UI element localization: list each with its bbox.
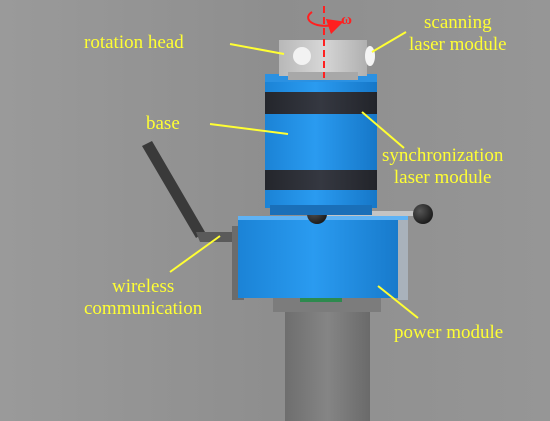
leader-rotation-head xyxy=(229,43,285,55)
support-pillar xyxy=(285,300,370,421)
leader-wireless xyxy=(169,235,221,273)
green-connector xyxy=(300,296,342,302)
base-bottom-lip xyxy=(270,205,372,215)
leader-base xyxy=(209,123,289,135)
label-scanning-laser-module: scanning laser module xyxy=(409,12,507,55)
rotation-arrow xyxy=(307,11,344,35)
label-base: base xyxy=(146,113,180,134)
right-knob xyxy=(413,204,433,224)
omega-symbol: ω xyxy=(341,12,352,28)
sync-band-upper xyxy=(265,92,377,114)
power-module-right-rail xyxy=(398,216,408,300)
leader-sync-laser xyxy=(361,111,405,149)
power-module-body xyxy=(238,218,406,298)
antenna-rod xyxy=(142,141,205,238)
label-rotation-head: rotation head xyxy=(84,32,184,53)
sync-band-lower xyxy=(265,170,377,190)
head-laser-aperture-left xyxy=(293,47,311,65)
leader-scanning-laser xyxy=(371,31,407,53)
label-power-module: power module xyxy=(394,322,504,343)
head-laser-aperture-right xyxy=(365,46,375,66)
label-synchronization-laser-module: synchronization laser module xyxy=(382,145,504,188)
leader-power-module xyxy=(377,285,419,319)
label-wireless-communication: wireless communication xyxy=(84,276,203,319)
